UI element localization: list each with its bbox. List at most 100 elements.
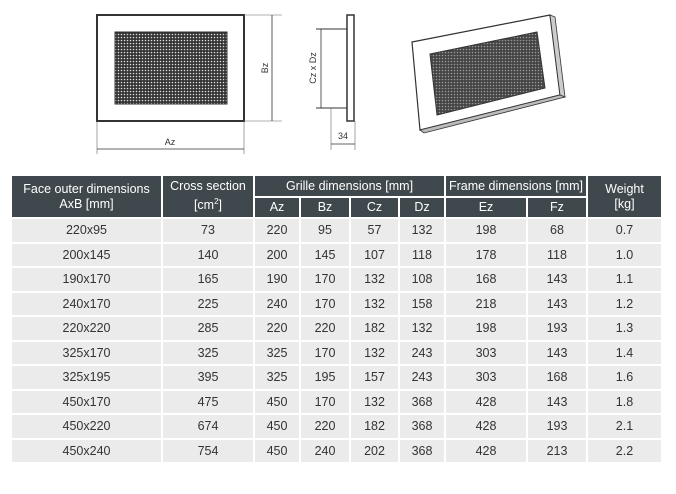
table-cell: 754	[161, 437, 255, 464]
table-cell: 225	[161, 290, 255, 317]
table-cell: 73	[161, 217, 255, 244]
header-weight: Weight[kg]	[586, 174, 663, 219]
table-cell: 240	[253, 290, 301, 317]
table-cell: 1.3	[586, 315, 663, 342]
table-cell: 428	[444, 388, 528, 415]
table-cell: 1.4	[586, 339, 663, 366]
table-cell: 182	[349, 315, 400, 342]
table-cell: 193	[526, 315, 588, 342]
table-cell: 118	[398, 241, 446, 268]
table-cell: 450	[253, 413, 301, 440]
header-cross-section: Cross section[cm2]	[161, 174, 255, 219]
table-cell: 325	[253, 339, 301, 366]
table-cell: 325	[161, 339, 255, 366]
table-cell: 182	[349, 413, 400, 440]
table-cell: 57	[349, 217, 400, 244]
table-cell: 202	[349, 437, 400, 464]
table-cell: 132	[398, 217, 446, 244]
table-cell: 165	[161, 266, 255, 293]
table-cell: 213	[526, 437, 588, 464]
table-cell: 132	[349, 388, 400, 415]
header-frame: Frame dimensions [mm]	[444, 174, 588, 198]
table-cell: 475	[161, 388, 255, 415]
table-cell: 395	[161, 364, 255, 391]
table-cell: 68	[526, 217, 588, 244]
table-cell: 198	[444, 315, 528, 342]
table-cell: 132	[349, 266, 400, 293]
table-cell: 218	[444, 290, 528, 317]
table-cell: 200	[253, 241, 301, 268]
table-cell: 450	[253, 388, 301, 415]
table-cell: 368	[398, 388, 446, 415]
table-cell: 178	[444, 241, 528, 268]
perspective-view	[411, 14, 567, 134]
header-grille: Grille dimensions [mm]	[253, 174, 446, 198]
header-az: Az	[253, 196, 301, 219]
table-cell: 428	[444, 437, 528, 464]
table-cell: 450x220	[10, 413, 163, 440]
table-cell: 2.2	[586, 437, 663, 464]
header-bz: Bz	[299, 196, 351, 219]
table-cell: 1.2	[586, 290, 663, 317]
table-cell: 674	[161, 413, 255, 440]
table-cell: 132	[398, 315, 446, 342]
table-cell: 143	[526, 388, 588, 415]
table-cell: 200x145	[10, 241, 163, 268]
table-cell: 0.7	[586, 217, 663, 244]
table-cell: 220	[253, 217, 301, 244]
table-cell: 368	[398, 413, 446, 440]
table-cell: 1.0	[586, 241, 663, 268]
table-cell: 303	[444, 339, 528, 366]
table-cell: 220x95	[10, 217, 163, 244]
table-cell: 428	[444, 413, 528, 440]
header-ez: Ez	[444, 196, 528, 219]
table-cell: 132	[349, 290, 400, 317]
table-cell: 325	[253, 364, 301, 391]
table-cell: 368	[398, 437, 446, 464]
az-label: Az	[165, 137, 176, 147]
table-cell: 240x170	[10, 290, 163, 317]
table-cell: 1.1	[586, 266, 663, 293]
table-cell: 2.1	[586, 413, 663, 440]
table-cell: 450x170	[10, 388, 163, 415]
table-cell: 220x220	[10, 315, 163, 342]
table-cell: 1.6	[586, 364, 663, 391]
table-cell: 170	[299, 266, 351, 293]
table-cell: 168	[526, 364, 588, 391]
table-cell: 220	[299, 413, 351, 440]
table-cell: 108	[398, 266, 446, 293]
cz-dz-label: Cz x Dz	[308, 52, 318, 84]
table-cell: 143	[526, 266, 588, 293]
bz-label: Bz	[260, 62, 270, 73]
table-cell: 118	[526, 241, 588, 268]
table-cell: 1.8	[586, 388, 663, 415]
table-cell: 145	[299, 241, 351, 268]
table-cell: 158	[398, 290, 446, 317]
table-cell: 107	[349, 241, 400, 268]
table-cell: 170	[299, 290, 351, 317]
table-cell: 240	[299, 437, 351, 464]
header-cz: Cz	[349, 196, 400, 219]
table-cell: 143	[526, 339, 588, 366]
side-view: Cz x Dz 34	[308, 14, 356, 150]
table-cell: 243	[398, 364, 446, 391]
table-cell: 132	[349, 339, 400, 366]
table-cell: 325x170	[10, 339, 163, 366]
table-cell: 193	[526, 413, 588, 440]
depth-label: 34	[338, 131, 348, 141]
header-dz: Dz	[398, 196, 446, 219]
table-cell: 220	[253, 315, 301, 342]
table-cell: 325x195	[10, 364, 163, 391]
table-cell: 285	[161, 315, 255, 342]
